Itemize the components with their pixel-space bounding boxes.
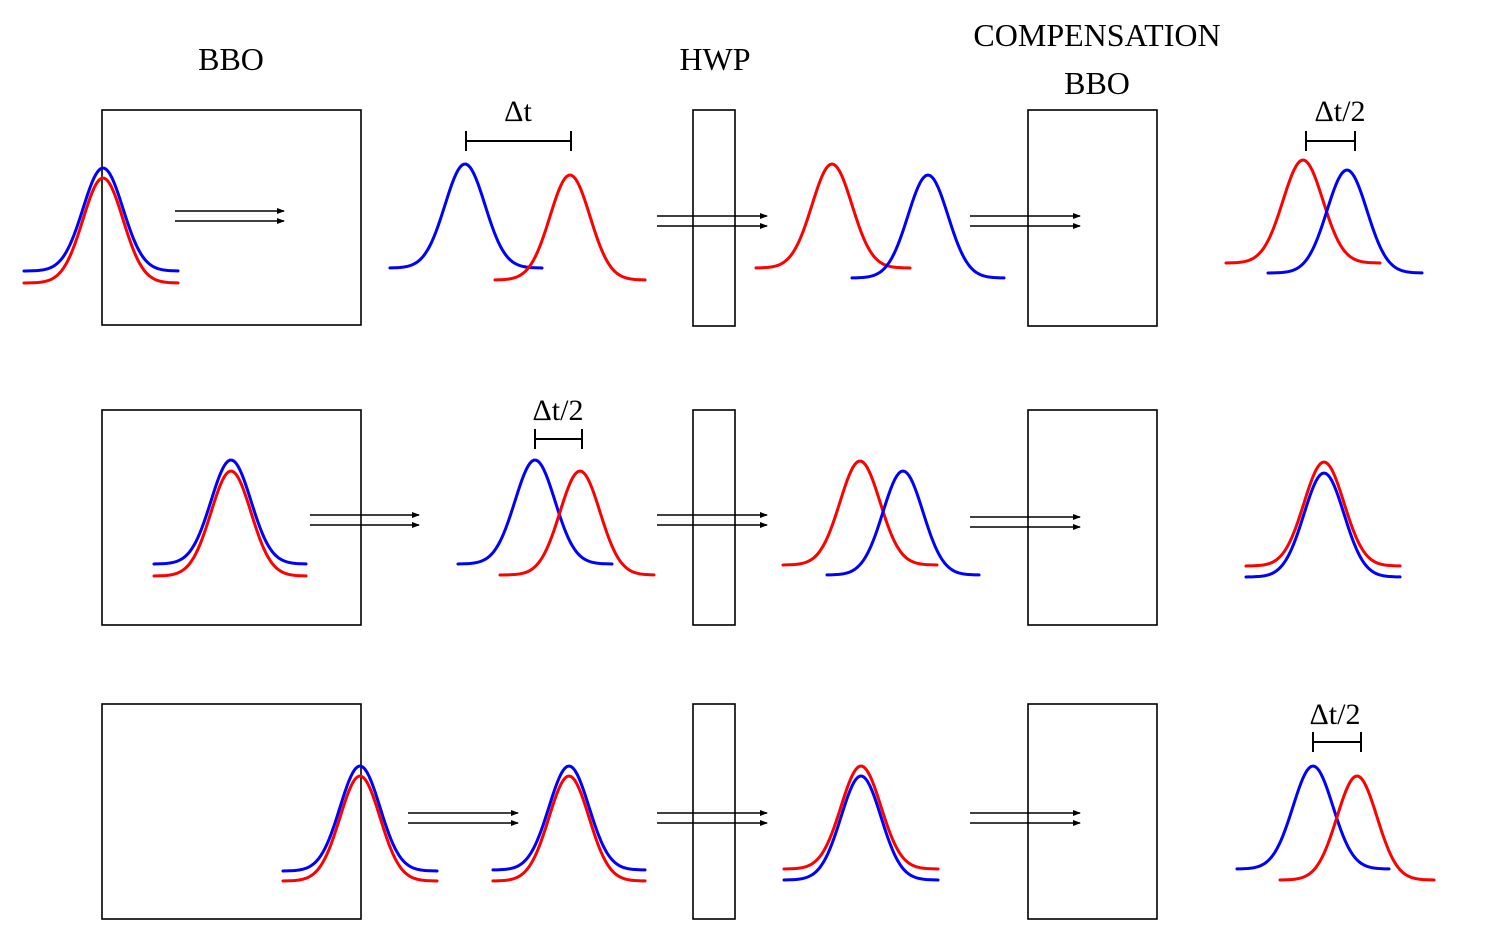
- bbo-crystal-row1: [101, 109, 362, 326]
- delay-label-row1-bbo: Δt: [504, 95, 532, 128]
- row1-output-pulse-a: [1266, 168, 1424, 275]
- bbo-crystal-row2: [101, 409, 362, 626]
- hwp-plate-row1: [692, 109, 736, 327]
- compensation-label: COMPENSATION: [973, 17, 1220, 53]
- row3-hwp-pulse-a: [782, 774, 940, 882]
- hwp-plate-row3: [692, 703, 736, 920]
- row3-output-pulse-b: [1278, 774, 1436, 882]
- delay-bracket-row2-bbo: [534, 429, 583, 449]
- compensation-crystal-row1: [1027, 109, 1158, 327]
- row2-after-bbo-pulse-a: [456, 458, 614, 566]
- delay-label-row1-output: Δt/2: [1315, 95, 1366, 128]
- row1-hwp-pulse-b: [754, 162, 912, 270]
- delay-label-row2-bbo: Δt/2: [533, 394, 584, 427]
- compensation-crystal-row3: [1027, 703, 1158, 920]
- row1-input-pulse-b: [22, 176, 180, 285]
- row2-hwp-pulse-a: [825, 469, 981, 577]
- delay-bracket-row3-output: [1312, 732, 1362, 752]
- row3-bbo-pulse-b: [281, 774, 439, 883]
- row1-output-pulse-b: [1224, 158, 1382, 265]
- propagation-arrow-row1-a: [175, 208, 285, 224]
- row2-output-pulse-b: [1244, 460, 1402, 568]
- propagation-arrow-row3-b: [657, 810, 768, 826]
- compensation-bbo-label: BBO: [1064, 65, 1130, 101]
- row1-bbo-pulse-a: [388, 162, 544, 270]
- propagation-arrow-row1-c: [970, 213, 1081, 229]
- row2-bbo-pulse-b: [152, 469, 308, 578]
- row3-bbo-pulse-a: [281, 764, 439, 873]
- hwp-plate-row2: [692, 409, 736, 626]
- propagation-arrow-row1-b: [657, 213, 768, 229]
- row2-hwp-pulse-b: [781, 459, 939, 567]
- delay-bracket-row1-output: [1305, 131, 1356, 151]
- row2-after-bbo-pulse-b: [498, 469, 656, 577]
- row3-hwp-pulse-b: [782, 764, 940, 871]
- row2-output-pulse-a: [1244, 471, 1402, 579]
- row1-input-pulse-a: [22, 166, 180, 273]
- propagation-arrow-row2-a: [310, 512, 420, 528]
- bbo-crystal-row3: [101, 703, 362, 920]
- row3-output-pulse-a: [1235, 764, 1391, 871]
- row1-bbo-pulse-b: [493, 173, 647, 282]
- propagation-arrow-row2-b: [657, 512, 768, 528]
- row1-hwp-pulse-a: [850, 173, 1006, 280]
- propagation-arrow-row3-a: [408, 810, 519, 826]
- row2-bbo-pulse-a: [152, 458, 308, 566]
- row3-after-bbo-pulse-a: [491, 764, 647, 872]
- row3-after-bbo-pulse-b: [491, 774, 647, 883]
- hwp-label: HWP: [679, 41, 750, 77]
- propagation-arrow-row3-c: [970, 810, 1081, 826]
- delay-bracket-row1-bbo: [465, 131, 572, 151]
- propagation-arrow-row2-c: [970, 514, 1081, 530]
- bbo-label: BBO: [198, 41, 264, 77]
- delay-label-row3-output: Δt/2: [1310, 698, 1361, 731]
